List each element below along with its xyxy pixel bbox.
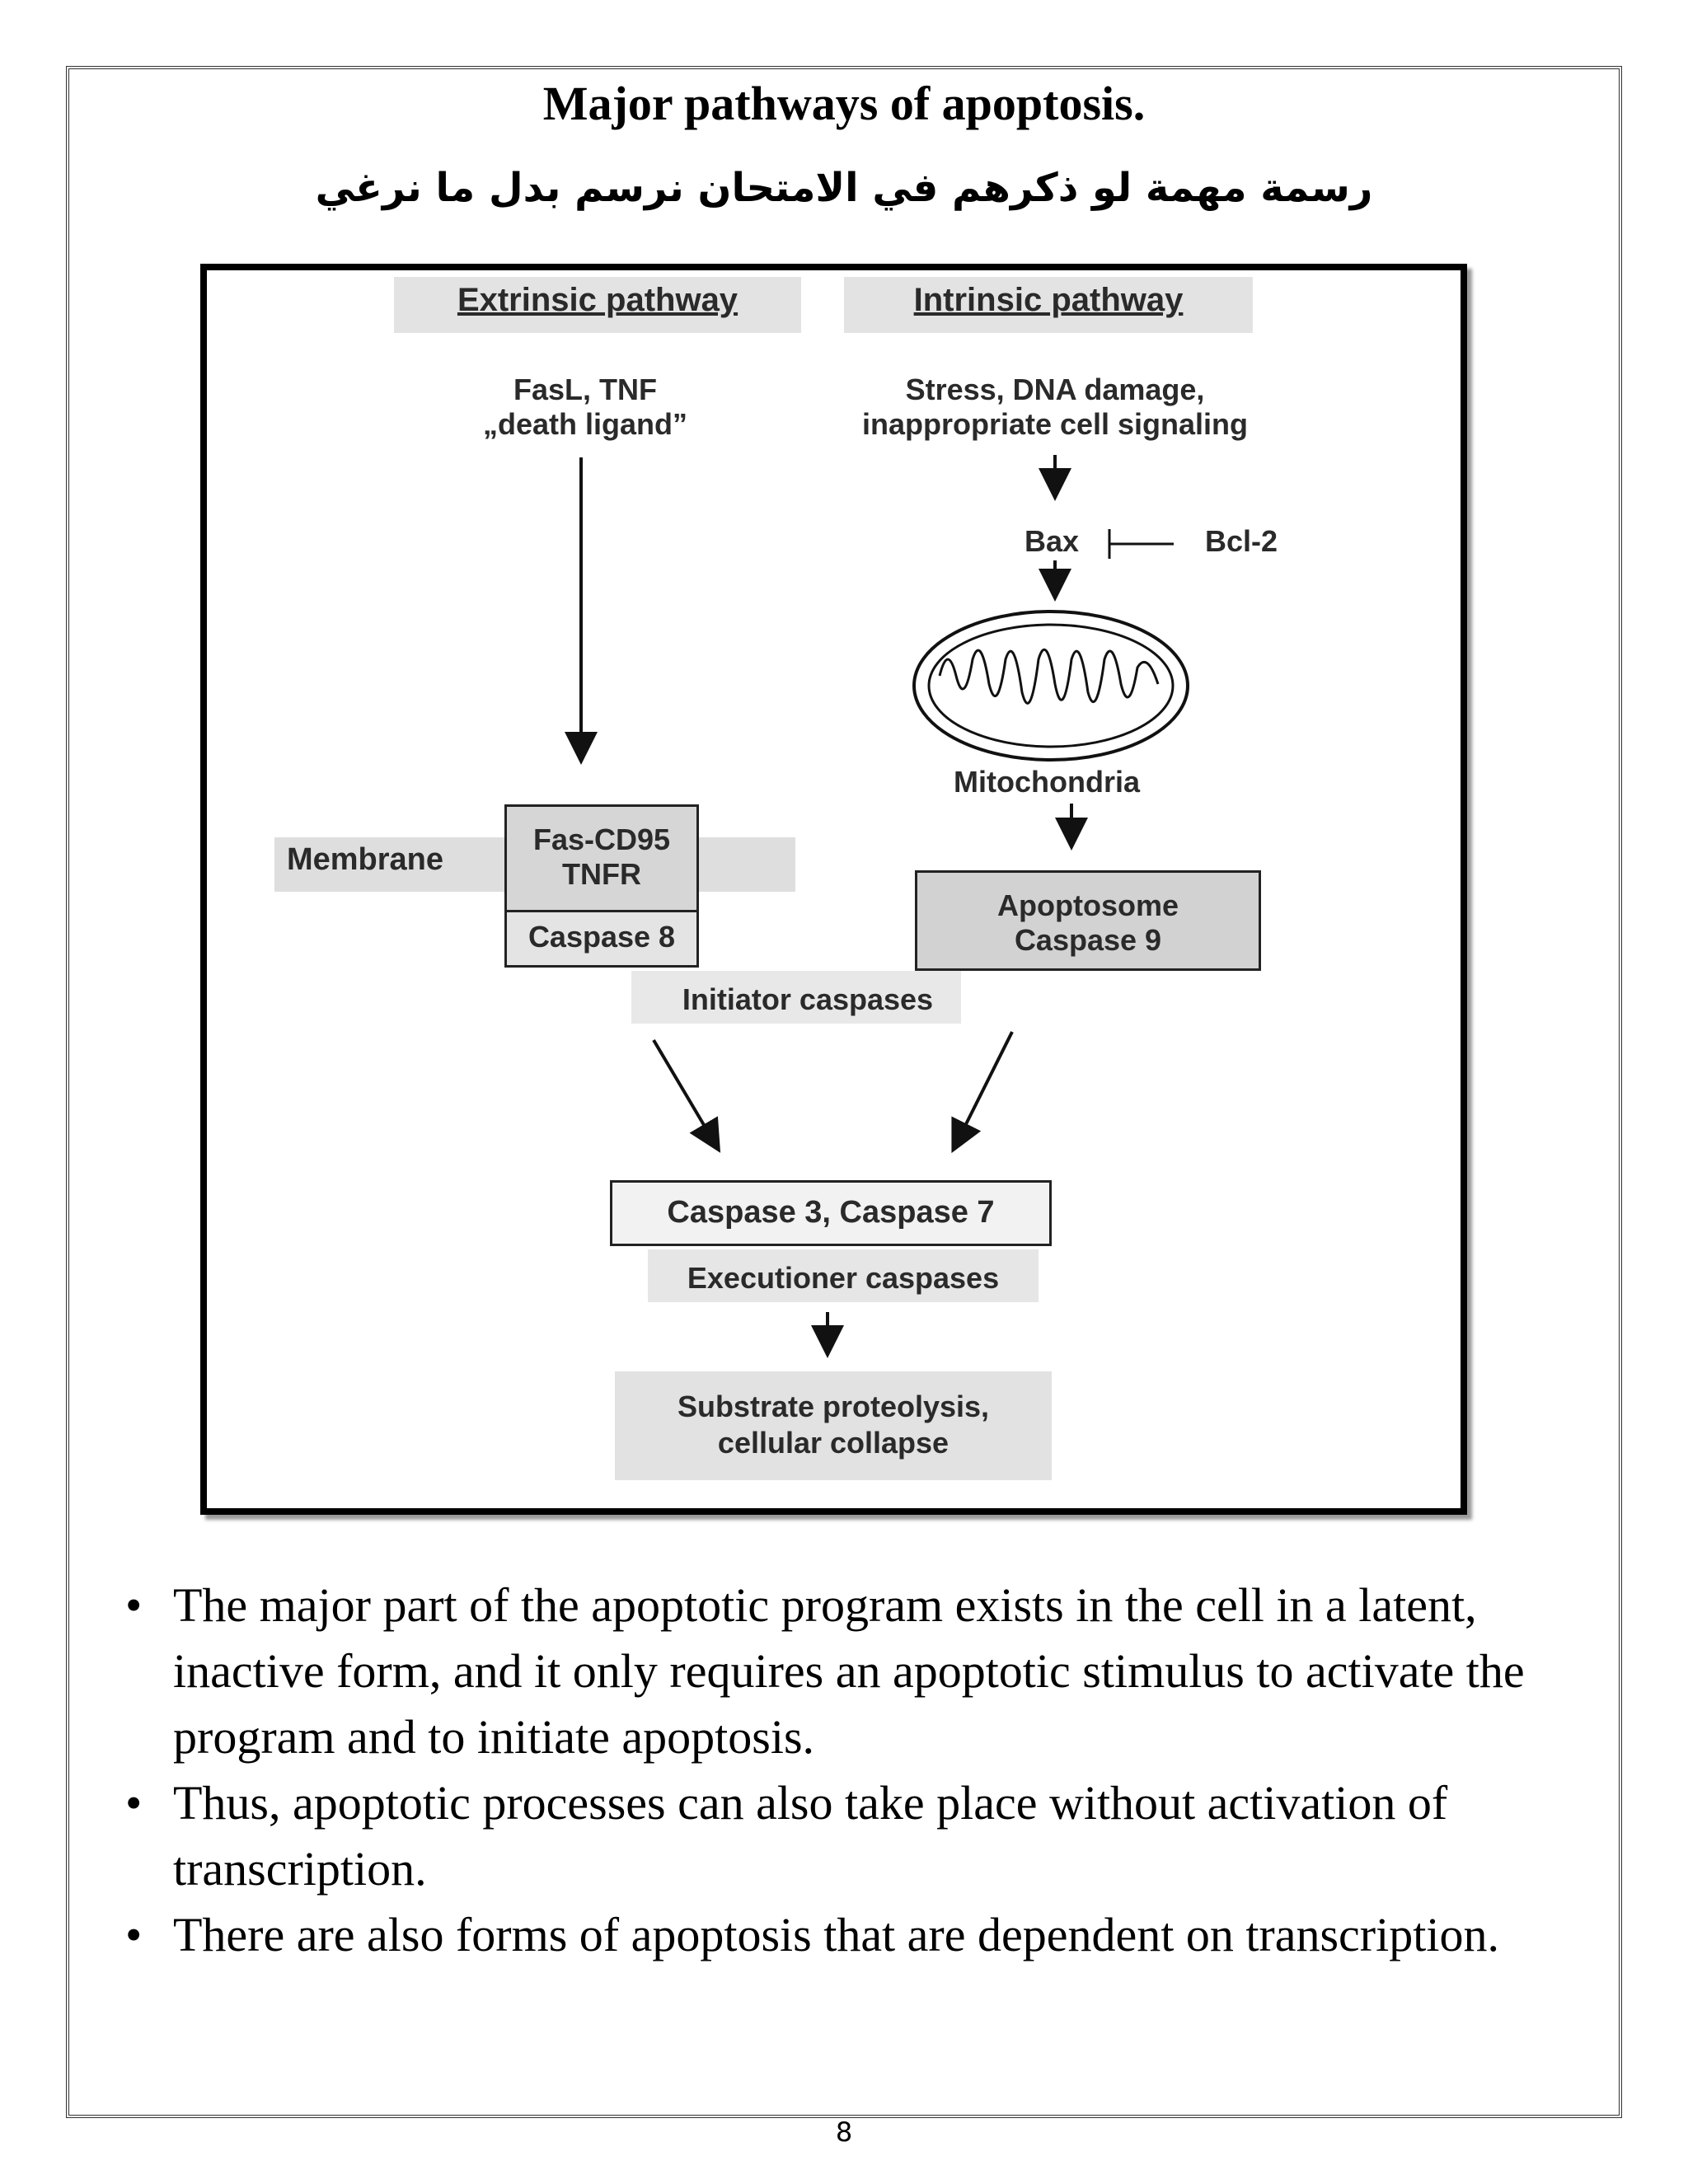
receptor-label-line1: Fas-CD95 bbox=[532, 823, 671, 856]
extrinsic-to-executioner-arrow bbox=[652, 1038, 721, 1153]
page-border bbox=[66, 66, 1622, 2118]
ligand-label-line1: FasL, TNF bbox=[513, 373, 657, 406]
bullet-1-line-3: program and to initiate apoptosis. bbox=[173, 1710, 815, 1764]
initiator-caspases-label: Initiator caspases bbox=[682, 982, 934, 1016]
extrinsic-header-band bbox=[394, 277, 801, 333]
caspase8-label: Caspase 8 bbox=[528, 920, 676, 954]
bullet-item-1: • The major part of the apoptotic progra… bbox=[124, 1572, 1607, 1770]
intrinsic-pathway-header: Intrinsic pathway bbox=[913, 282, 1184, 318]
bullet-icon: • bbox=[125, 1908, 143, 1961]
page-subtitle: رسمة مهمة لو ذكرهم في الامتحان نرسم بدل … bbox=[315, 165, 1373, 211]
bullet-icon: • bbox=[125, 1578, 143, 1632]
extrinsic-pathway-header: Extrinsic pathway bbox=[457, 282, 738, 318]
bax-label: Bax bbox=[1024, 524, 1080, 558]
substrate-band bbox=[615, 1371, 1052, 1480]
initiator-caspases-band bbox=[631, 971, 961, 1024]
bullet-item-3: • There are also forms of apoptosis that… bbox=[124, 1902, 1607, 1968]
bcl2-label: Bcl-2 bbox=[1204, 524, 1278, 558]
caspase3-7-label: Caspase 3, Caspase 7 bbox=[667, 1195, 995, 1230]
page-title: Major pathways of apoptosis. bbox=[542, 77, 1146, 130]
substrate-label-line2: cellular collapse bbox=[717, 1426, 950, 1460]
page-number: 8 bbox=[835, 2116, 853, 2148]
apoptosome-label-line1: Apoptosome bbox=[997, 888, 1179, 922]
bullet-3-line-1: There are also forms of apoptosis that a… bbox=[173, 1908, 1499, 1961]
membrane-label: Membrane bbox=[286, 842, 444, 877]
bullet-item-2: • Thus, apoptotic processes can also tak… bbox=[124, 1770, 1607, 1902]
substrate-label-line1: Substrate proteolysis, bbox=[677, 1390, 990, 1423]
caspase8-box bbox=[504, 910, 699, 968]
bullet-icon: • bbox=[125, 1776, 143, 1830]
bullet-list: • The major part of the apoptotic progra… bbox=[124, 1572, 1607, 1968]
bullet-1-line-2: inactive form, and it only requires an a… bbox=[173, 1644, 1525, 1698]
stress-label-line2: inappropriate cell signaling bbox=[861, 407, 1249, 441]
intrinsic-to-executioner-arrow bbox=[951, 1031, 1014, 1154]
mitochondria-icon bbox=[912, 610, 1189, 762]
executioner-caspases-label: Executioner caspases bbox=[687, 1261, 1000, 1295]
executioner-caspases-band bbox=[648, 1249, 1039, 1302]
ligand-label-line2: „death ligand” bbox=[482, 407, 687, 441]
bullet-2-line-1: Thus, apoptotic processes can also take … bbox=[173, 1776, 1448, 1830]
bullet-2-line-2: transcription. bbox=[173, 1842, 427, 1896]
stress-label-line1: Stress, DNA damage, bbox=[905, 373, 1205, 406]
intrinsic-header-band bbox=[844, 277, 1253, 333]
apoptosome-label-line2: Caspase 9 bbox=[1014, 923, 1162, 957]
apoptosome-box bbox=[915, 870, 1261, 971]
mitochondria-label: Mitochondria bbox=[954, 765, 1140, 799]
receptor-label-line2: TNFR bbox=[562, 857, 641, 891]
caspase3-7-box bbox=[610, 1180, 1052, 1246]
mitochondria-cristae bbox=[938, 648, 1160, 705]
bullet-1-line-1: The major part of the apoptotic program … bbox=[173, 1578, 1477, 1632]
